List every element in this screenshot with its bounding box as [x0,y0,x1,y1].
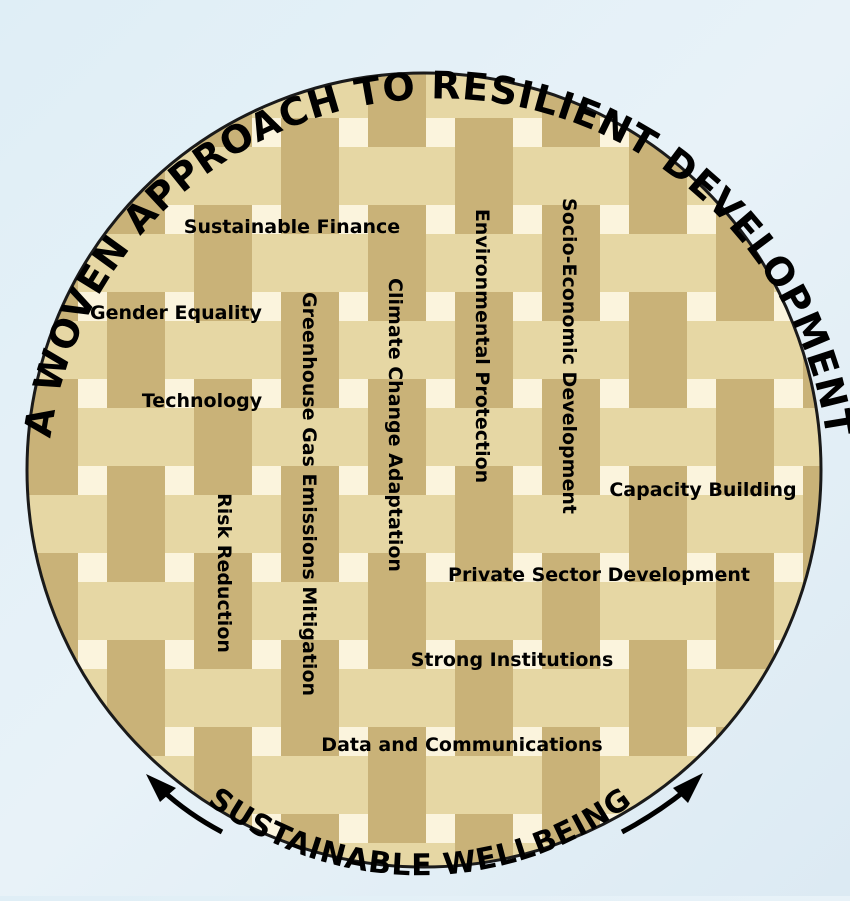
weave-crossing [107,321,165,379]
weave-crossing [107,843,165,867]
weave-crossing [455,669,513,727]
weave-crossing [629,669,687,727]
weave-crossing [194,582,252,640]
weave-crossing [27,73,78,118]
weave-crossing [368,582,426,640]
weave-crossing [281,669,339,727]
weave-crossing [27,408,78,466]
label-capacity-building: Capacity Building [609,479,796,501]
label-risk-reduction: Risk Reduction [213,493,235,653]
weave-crossing [281,321,339,379]
vertical-strand [455,73,513,867]
weave-crossing [194,408,252,466]
weave-crossing [542,582,600,640]
label-private-sector-development: Private Sector Development [448,564,750,586]
weave-crossing [716,582,774,640]
weave-crossing [27,756,78,814]
vertical-strand [542,73,600,867]
label-environmental-protection: Environmental Protection [471,209,493,483]
weave-crossing [803,669,821,727]
weave-crossing [368,408,426,466]
weave-crossing [542,234,600,292]
weave-crossing [281,147,339,205]
weave-crossing [107,495,165,553]
label-greenhouse-gas-emissions-mitigation: Greenhouse Gas Emissions Mitigation [298,292,320,696]
weave-crossing [194,73,252,118]
label-socio-economic-development: Socio-Economic Development [558,198,580,514]
weave-crossing [803,147,821,205]
weave-crossing [803,495,821,553]
weave-crossing [107,669,165,727]
label-strong-institutions: Strong Institutions [411,649,614,671]
weave-crossing [803,843,821,867]
weave-crossing [542,756,600,814]
label-technology: Technology [142,390,263,412]
weave-crossing [716,408,774,466]
weave-crossing [281,495,339,553]
vertical-strand [629,73,687,867]
weave-crossing [716,73,774,118]
weave-crossing [629,321,687,379]
label-gender-equality: Gender Equality [90,302,263,324]
weave-crossing [542,408,600,466]
vertical-strand [281,73,339,867]
left-arrow-head [146,774,176,802]
weave-crossing [455,147,513,205]
right-arrow-head [673,773,703,803]
label-climate-change-adaptation: Climate Change Adaptation [384,278,406,572]
weave-crossing [455,495,513,553]
weave-crossing [629,843,687,867]
weave-crossing [368,234,426,292]
weave-crossing [194,234,252,292]
circle-outline [25,71,823,869]
weave-crossing [716,756,774,814]
label-data-and-communications: Data and Communications [321,734,602,756]
vertical-strand [194,73,252,867]
weave-crossing [368,73,426,118]
weave-crossing [455,321,513,379]
weave-crossing [629,495,687,553]
label-sustainable-finance: Sustainable Finance [184,216,400,238]
weave-crossing [368,756,426,814]
vertical-strand [368,73,426,867]
weave-crossing [27,582,78,640]
